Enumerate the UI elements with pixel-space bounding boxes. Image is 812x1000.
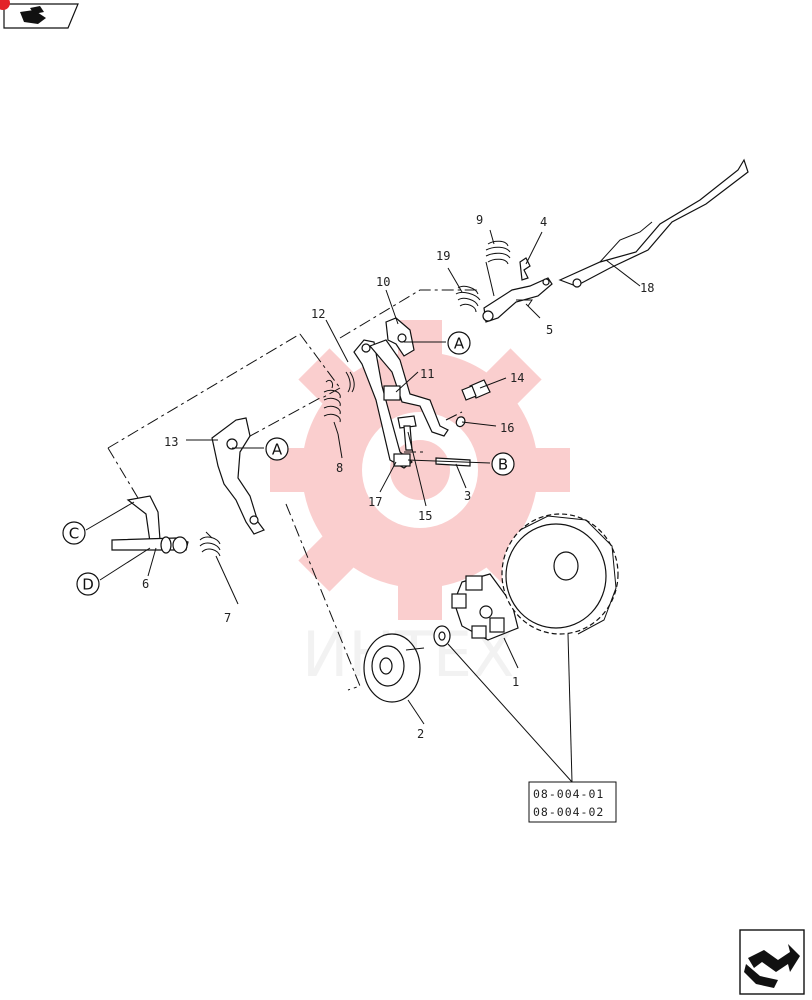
spring-7: [199, 531, 221, 557]
svg-text:D: D: [82, 576, 94, 594]
governor-shaft: [111, 495, 189, 554]
marker-c: C: [62, 521, 86, 545]
governor-arm: [385, 317, 415, 357]
callout-11: 11: [420, 367, 434, 381]
back-button[interactable]: [0, 0, 79, 29]
marker-d: D: [76, 572, 100, 596]
callout-10: 10: [376, 275, 390, 289]
callout-7: 7: [224, 611, 231, 625]
nut: [461, 379, 491, 401]
washer: [433, 625, 451, 647]
weight-holder: [451, 573, 519, 641]
callout-19: 19: [436, 249, 450, 263]
leader-lines: [85, 229, 641, 783]
callout-2: 2: [417, 727, 424, 741]
reference-box[interactable]: 08-004-01 08-004-02: [528, 781, 617, 823]
callout-12: 12: [311, 307, 325, 321]
back-arrow-icon: [20, 6, 46, 24]
forward-button[interactable]: [739, 929, 805, 995]
governor-disc: [363, 633, 425, 703]
clip: [519, 257, 531, 281]
callout-8: 8: [336, 461, 343, 475]
callout-16: 16: [500, 421, 514, 435]
callout-17: 17: [368, 495, 382, 509]
callout-1: 1: [512, 675, 519, 689]
e-clip: [455, 416, 466, 428]
spring-12: [345, 371, 355, 393]
svg-text:C: C: [69, 525, 79, 543]
callout-18: 18: [640, 281, 654, 295]
marker-a-lower: A: [265, 437, 289, 461]
main-lever: [353, 339, 449, 469]
spring-9: [485, 240, 511, 297]
spring-8: [323, 379, 341, 435]
governor-gear: [501, 513, 619, 635]
marker-b: B: [491, 452, 515, 476]
link-rod: [558, 158, 749, 288]
reference-2[interactable]: 08-004-02: [533, 805, 604, 819]
svg-text:A: A: [272, 441, 283, 459]
callout-3: 3: [464, 489, 471, 503]
callout-9: 9: [476, 213, 483, 227]
svg-text:B: B: [498, 456, 508, 474]
callout-labels: 1 2 3 4 5 6 7 8 9 10 11 12 13 14 15 16 1…: [142, 213, 654, 741]
callout-5: 5: [546, 323, 553, 337]
spring-19: [455, 285, 481, 313]
callout-14: 14: [510, 371, 524, 385]
callout-13: 13: [164, 435, 178, 449]
callout-15: 15: [418, 509, 432, 523]
svg-text:A: A: [454, 335, 465, 353]
marker-a-upper: A: [447, 331, 471, 355]
callout-6: 6: [142, 577, 149, 591]
forward-arrow-icon: [744, 944, 800, 988]
bolt: [397, 415, 417, 451]
reference-1[interactable]: 08-004-01: [533, 787, 604, 801]
lever-small: [482, 277, 553, 323]
governor-lever: [211, 417, 265, 535]
letter-markers: A A B C D: [62, 331, 515, 596]
callout-4: 4: [540, 215, 547, 229]
